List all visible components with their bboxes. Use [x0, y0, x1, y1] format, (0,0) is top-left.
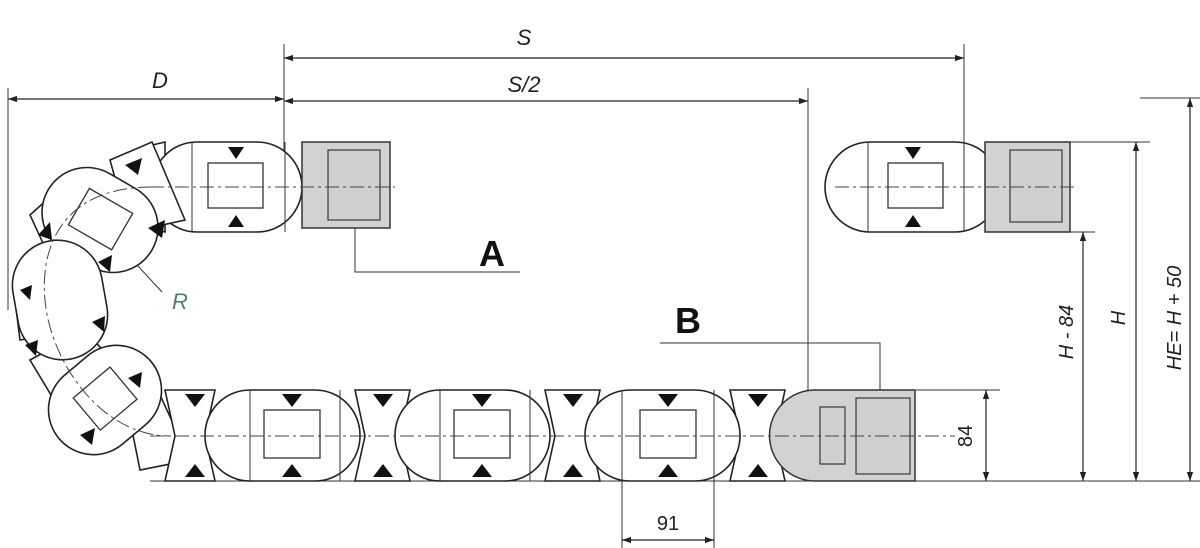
label-84: 84: [955, 425, 977, 447]
label-radius: R: [172, 289, 188, 314]
label-a: A: [479, 233, 505, 274]
lower-chain-run: [150, 389, 955, 482]
dimension-lines: [7, 44, 1200, 548]
label-h: H: [1108, 310, 1130, 325]
label-h-minus-84: H - 84: [1056, 305, 1078, 359]
leader-b: [660, 342, 881, 390]
label-he: HE= H + 50: [1164, 266, 1186, 371]
label-pitch: 91: [657, 513, 679, 535]
chain-bend: [11, 140, 192, 471]
label-b: B: [675, 300, 701, 341]
leader-a: [354, 228, 520, 273]
label-s-half: S/2: [507, 72, 540, 97]
label-d: D: [152, 68, 168, 93]
label-s: S: [517, 25, 532, 50]
